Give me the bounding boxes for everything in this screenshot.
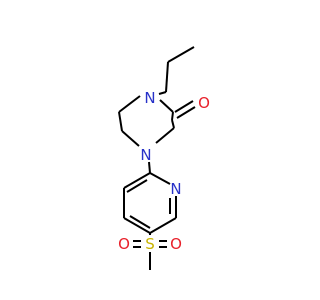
bond-ring-amideN-carbonylC	[159, 99, 174, 113]
bond-carbonyl-double-b	[176, 106, 196, 119]
bond-ring-ch2-link	[171, 119, 175, 129]
atom-n-pyridine: N	[170, 180, 181, 198]
atom-n-amine: N	[140, 146, 151, 164]
atom-o-sulfonyl-right: O	[170, 235, 182, 253]
bond-amineN-pyridine	[148, 161, 151, 174]
bond-pyr-c4-c5	[123, 217, 151, 234]
bond-ring-to-amineN	[155, 127, 175, 144]
bond-ring-c1-c2	[118, 111, 123, 132]
molecule-structure-diagram: N O N N S O O	[118, 46, 210, 270]
atom-n-amide: N	[144, 89, 155, 107]
bond-carbonyl-double-a	[174, 100, 194, 113]
bond-pyr-c5-c6	[149, 217, 177, 234]
bond-propyl-3	[158, 91, 167, 95]
atom-labels: N O N N S O O	[118, 89, 210, 253]
atom-o-carbonyl: O	[198, 94, 210, 112]
bond-propyl-1	[167, 46, 195, 63]
bond-pyr-c2-c3-inner	[126, 179, 148, 193]
bond-ring-carbonylC-ch2	[171, 111, 174, 121]
bond-pyr-c4-c5-inner	[129, 215, 151, 229]
bond-ring-amineN-c1	[121, 130, 140, 147]
bond-propyl-2	[165, 61, 169, 93]
bond-ring-c2-amideN	[118, 95, 141, 113]
bonds	[118, 46, 196, 270]
atom-s-sulfonyl: S	[145, 235, 155, 253]
bond-pyr-n-c2	[149, 172, 171, 185]
atom-o-sulfonyl-left: O	[118, 235, 130, 253]
bond-pyr-c2-c3	[123, 172, 151, 189]
